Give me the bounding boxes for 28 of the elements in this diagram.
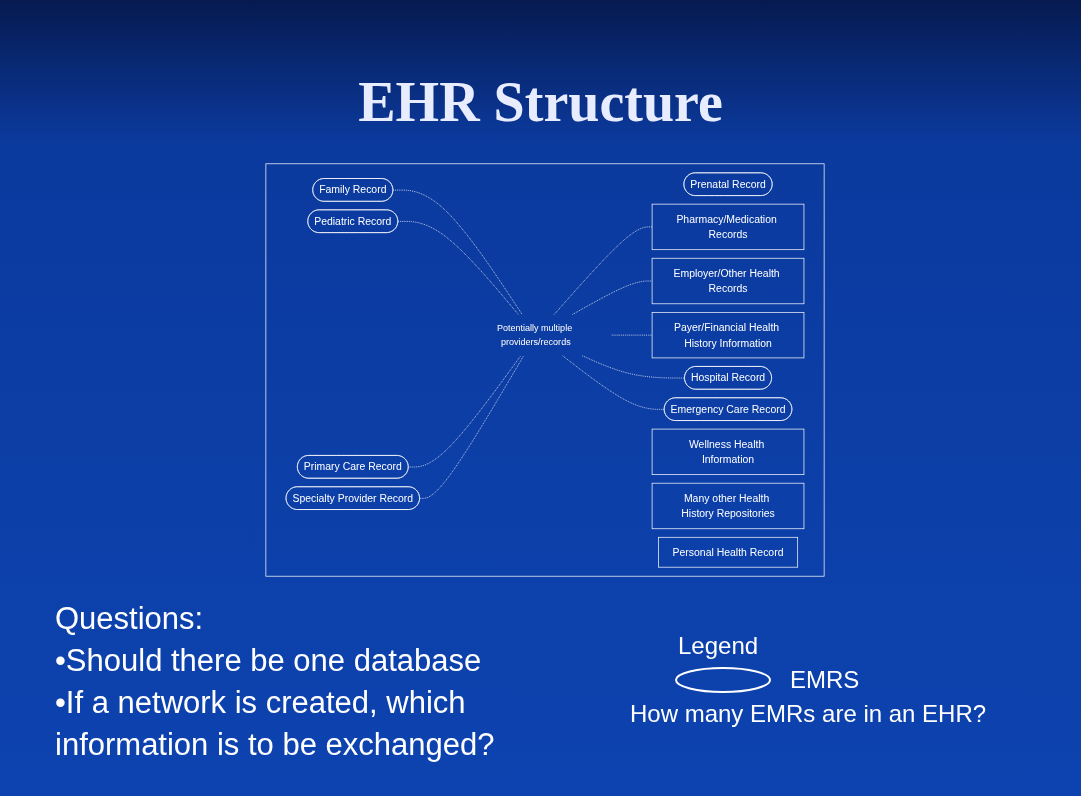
connector [562, 355, 665, 410]
connector [392, 189, 523, 315]
questions-heading: Questions: [55, 600, 205, 638]
node-box: Employer/Other Health Records [651, 257, 805, 305]
node-text: Hospital Record [690, 371, 766, 384]
node-text: Family Record [319, 183, 387, 196]
connector [419, 355, 524, 499]
node-text: Potentially multiple providers/records [496, 323, 573, 347]
node-text: Pediatric Record [314, 215, 392, 228]
node-text: Specialty Provider Record [292, 492, 414, 505]
node-box: Pharmacy/Medication Records [651, 203, 805, 251]
legend-label: EMRS [790, 666, 860, 694]
connector [581, 355, 686, 379]
connector [408, 355, 522, 468]
connector [397, 221, 519, 315]
node-box: Many other Health History Repositories [651, 482, 805, 530]
legend-heading: Legend [678, 632, 760, 660]
question-text: •Should there be one database [55, 642, 483, 680]
question-text: •If a network is created, which information is to be exchanged? [55, 684, 496, 764]
node-box: Wellness Health Information [651, 428, 805, 475]
node-text: Prenatal Record [690, 178, 766, 191]
question-text: How many EMRs are in an EHR? [630, 700, 988, 728]
cluster [265, 163, 825, 577]
node-box: Payer/Financial Health History Information [651, 312, 805, 359]
slide-title: EHR Structure [357, 70, 724, 134]
node-text: Primary Care Record [303, 460, 402, 473]
node-text: Emergency Care Record [670, 403, 786, 416]
node-box: Personal Health Record [658, 536, 799, 568]
